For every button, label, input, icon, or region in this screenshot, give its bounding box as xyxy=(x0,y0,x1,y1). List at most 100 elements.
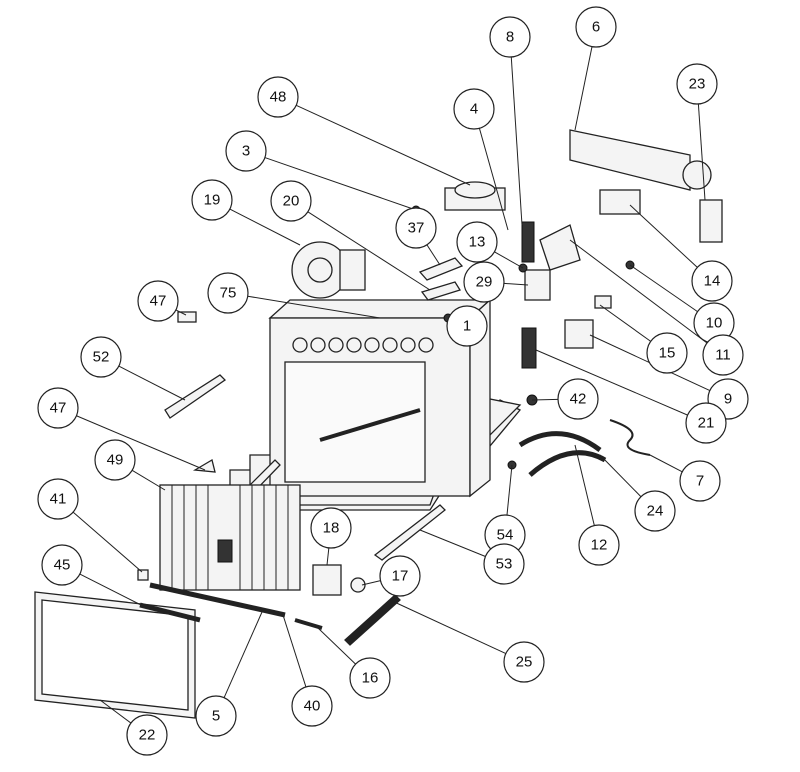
leader-lines xyxy=(72,46,711,724)
callout-circle xyxy=(291,685,333,727)
callout-15: 15 xyxy=(646,332,688,374)
gear-motor xyxy=(312,564,342,596)
callout-47: 47 xyxy=(37,387,79,429)
leader-line xyxy=(326,547,330,566)
callout-label: 23 xyxy=(689,76,706,93)
callout-circle xyxy=(446,305,488,347)
leader-line xyxy=(531,398,559,401)
callout-18: 18 xyxy=(310,507,352,549)
callout-label: 47 xyxy=(150,293,167,310)
leader-line xyxy=(229,208,301,246)
convection-fan xyxy=(569,129,691,191)
wire-7 xyxy=(609,419,651,456)
callout-circle xyxy=(646,332,688,374)
callout-label: 3 xyxy=(242,143,250,160)
callout-7: 7 xyxy=(679,460,721,502)
glass-pane xyxy=(41,599,189,711)
capacitor xyxy=(594,295,612,309)
callout-circle xyxy=(137,280,179,322)
sprocket xyxy=(350,577,366,593)
callout-circle xyxy=(270,180,312,222)
callout-circle xyxy=(691,260,733,302)
bar-45 xyxy=(139,602,201,623)
callout-circle xyxy=(225,130,267,172)
callout-label: 20 xyxy=(283,193,300,210)
callout-label: 25 xyxy=(516,654,533,671)
callout-circle xyxy=(578,524,620,566)
part-29 xyxy=(524,269,551,301)
callout-6: 6 xyxy=(575,6,617,48)
bracket-47a xyxy=(177,311,197,323)
leader-line xyxy=(535,349,688,416)
leader-line xyxy=(506,464,513,516)
leader-line xyxy=(247,295,381,319)
callout-label: 18 xyxy=(323,520,340,537)
rail-right xyxy=(373,504,446,561)
hose-24 xyxy=(528,450,607,477)
callout-circle xyxy=(483,543,525,585)
callout-1: 1 xyxy=(446,305,488,347)
callout-label: 15 xyxy=(659,345,676,362)
callout-label: 13 xyxy=(469,234,486,251)
callout-label: 19 xyxy=(204,192,221,209)
leader-line xyxy=(574,46,593,131)
callout-circle xyxy=(453,88,495,130)
callout-12: 12 xyxy=(578,524,620,566)
callout-11: 11 xyxy=(702,334,744,376)
blower-hub xyxy=(307,257,333,283)
louver-ribs xyxy=(171,485,289,590)
callout-48: 48 xyxy=(257,76,299,118)
callout-5: 5 xyxy=(195,695,237,737)
callout-label: 41 xyxy=(50,491,67,508)
callout-label: 6 xyxy=(592,19,600,36)
callout-circle xyxy=(634,490,676,532)
callout-label: 5 xyxy=(212,708,220,725)
callout-17: 17 xyxy=(379,555,421,597)
callout-label: 22 xyxy=(139,727,156,744)
callout-3: 3 xyxy=(225,130,267,172)
door-latch xyxy=(217,539,233,563)
callout-40: 40 xyxy=(291,685,333,727)
leader-line xyxy=(264,157,417,211)
callout-circle xyxy=(702,334,744,376)
leader-line xyxy=(76,415,206,471)
callout-label: 29 xyxy=(476,274,493,291)
callout-label: 49 xyxy=(107,452,124,469)
callout-label: 48 xyxy=(270,89,287,106)
firebox-side xyxy=(469,298,491,498)
callout-label: 24 xyxy=(647,503,664,520)
callout-52: 52 xyxy=(80,336,122,378)
callout-circle xyxy=(310,507,352,549)
axle xyxy=(294,618,323,630)
callout-54: 54 xyxy=(484,514,526,556)
callout-circle xyxy=(41,544,83,586)
callout-8: 8 xyxy=(489,16,531,58)
leader-line xyxy=(649,454,683,473)
leader-line xyxy=(79,573,146,608)
callout-circle xyxy=(395,207,437,249)
leader-line xyxy=(574,444,595,526)
callout-14: 14 xyxy=(691,260,733,302)
callout-22: 22 xyxy=(126,714,168,756)
callout-53: 53 xyxy=(483,543,525,585)
leader-line xyxy=(494,251,524,269)
callout-23: 23 xyxy=(676,63,718,105)
leader-line xyxy=(317,627,356,665)
shaft xyxy=(149,582,286,618)
callout-circle xyxy=(379,555,421,597)
callout-label: 14 xyxy=(704,273,721,290)
leader-line xyxy=(510,56,523,226)
leader-line xyxy=(426,244,441,266)
callout-label: 45 xyxy=(54,557,71,574)
callout-20: 20 xyxy=(270,180,312,222)
bracket-47b xyxy=(192,458,216,473)
callout-label: 52 xyxy=(93,349,110,366)
callout-49: 49 xyxy=(94,439,136,481)
callout-label: 8 xyxy=(506,29,514,46)
callout-circle xyxy=(126,714,168,756)
leader-line xyxy=(295,104,471,186)
hose-12 xyxy=(518,431,602,453)
callout-75: 75 xyxy=(207,272,249,314)
callout-label: 17 xyxy=(392,568,409,585)
